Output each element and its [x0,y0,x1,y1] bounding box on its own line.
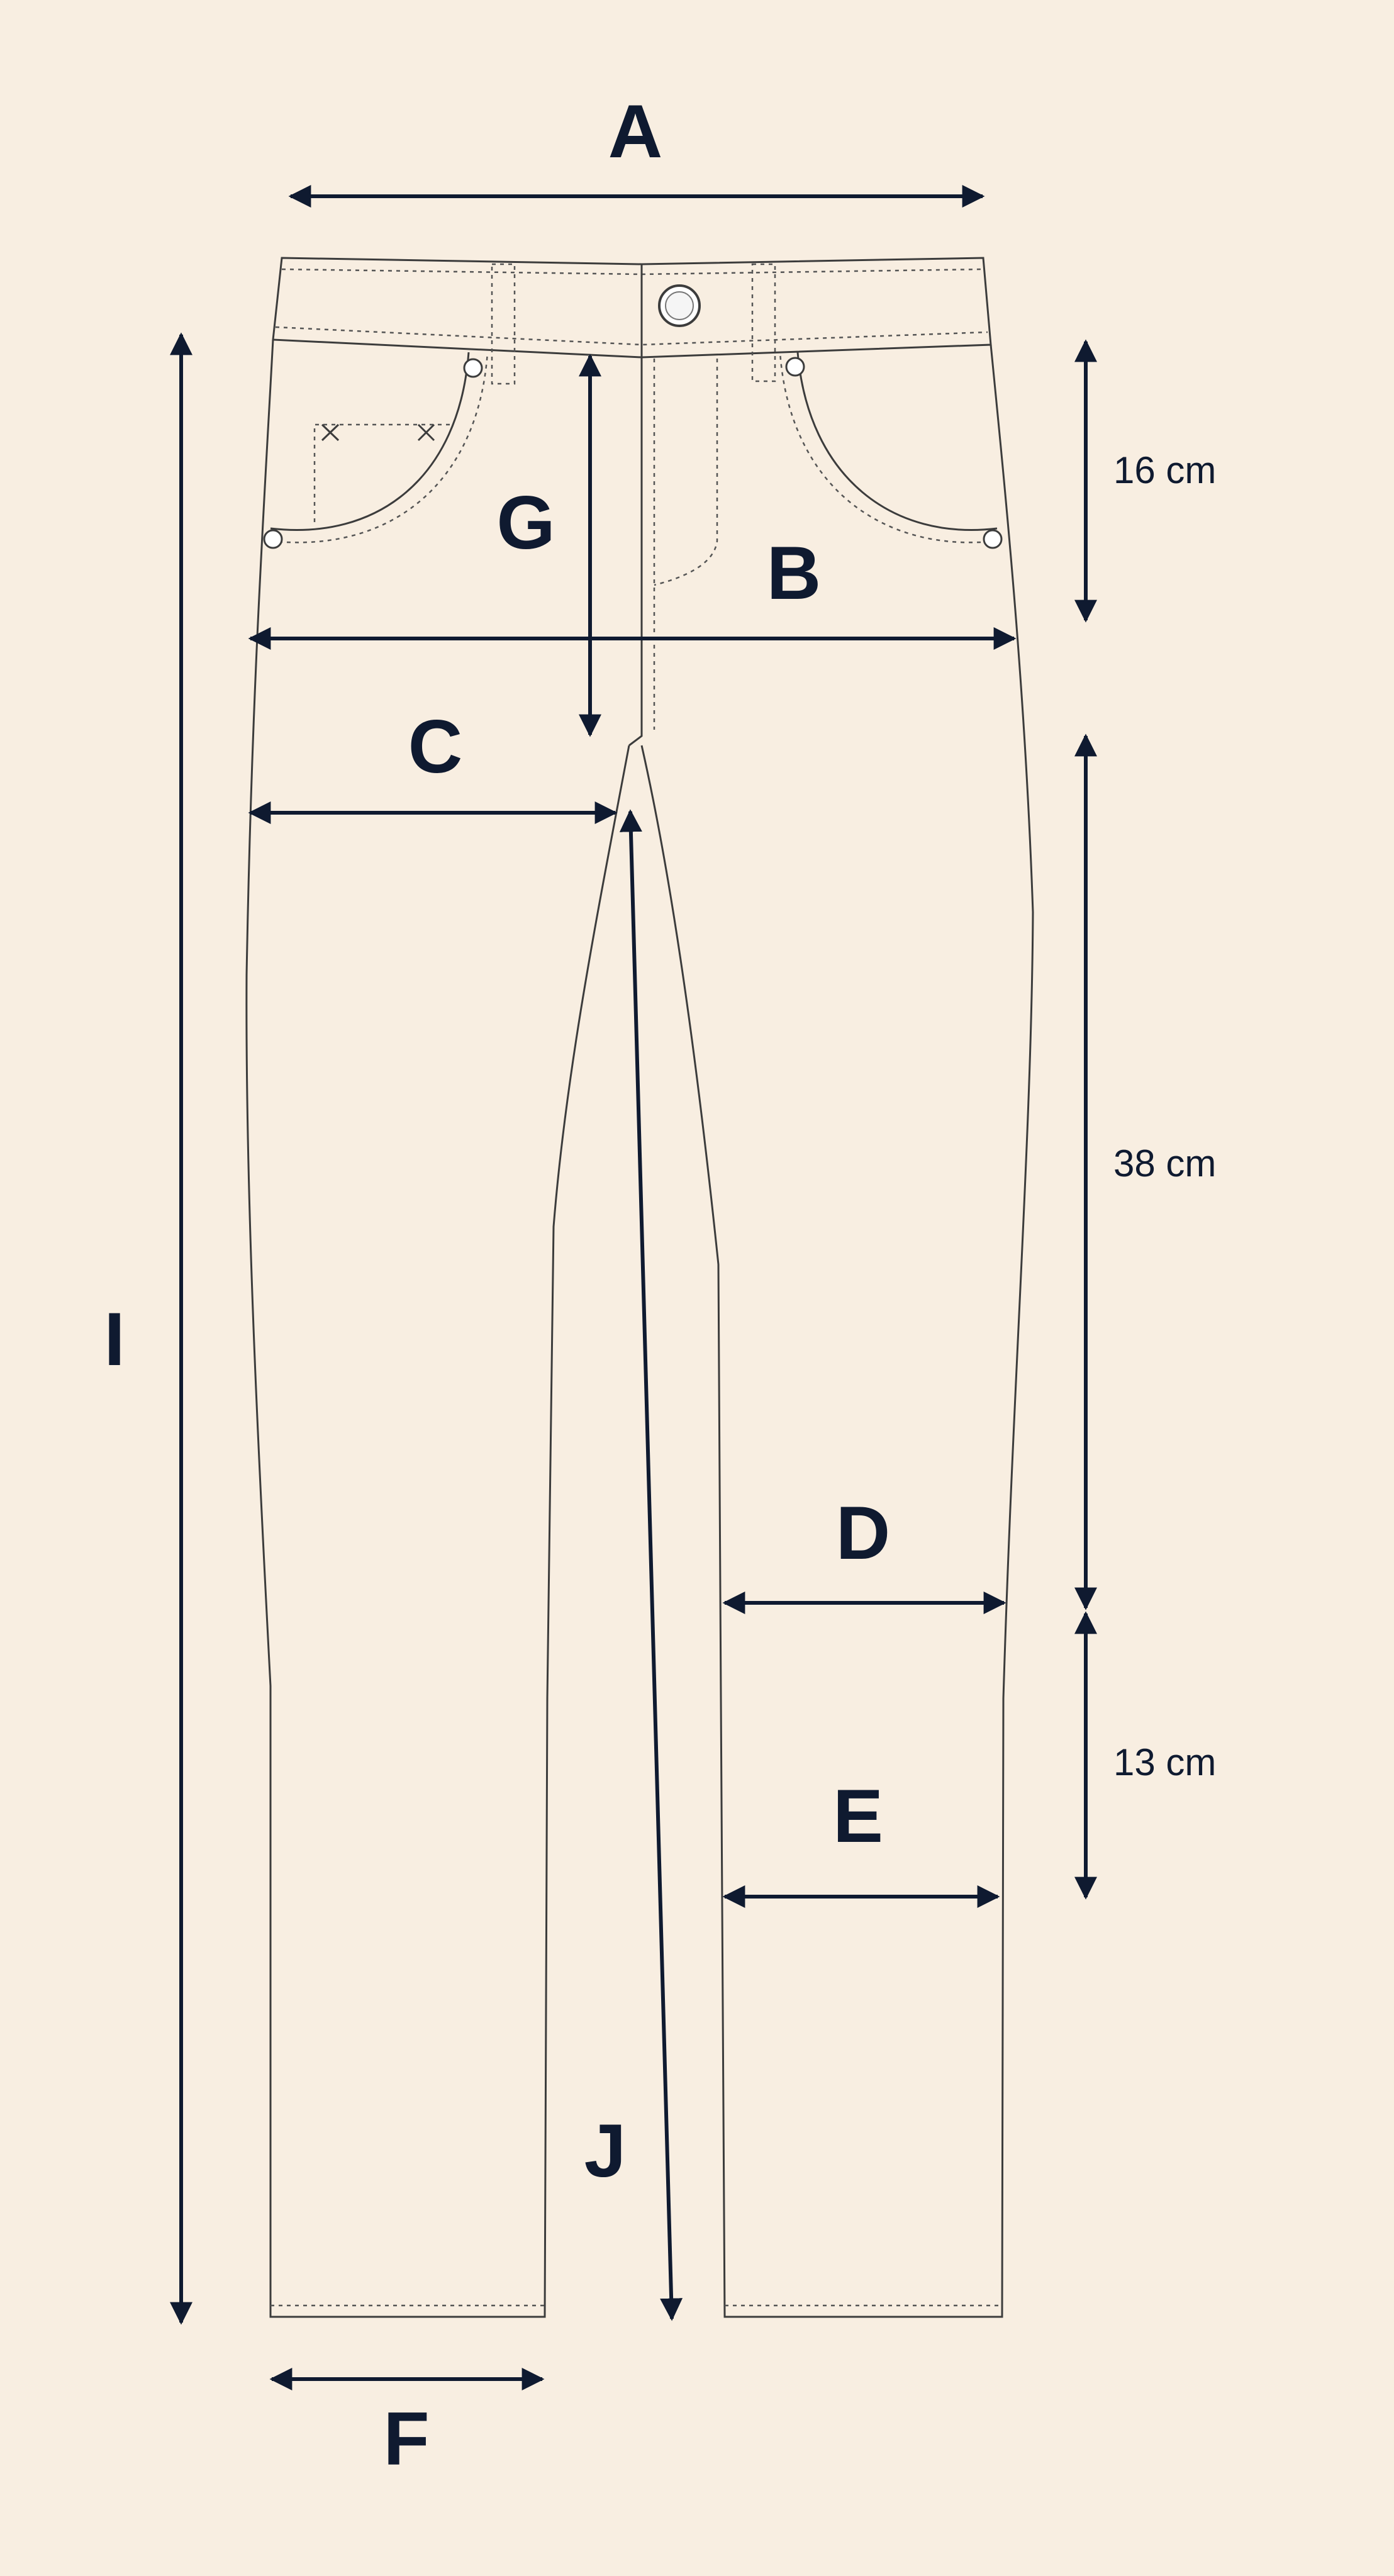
pocket-right [796,352,998,532]
waistband-stitch-bottom [275,326,988,346]
belt-loop-right [751,263,776,382]
pocket-right-stitch [779,352,998,544]
rivet-right-top [785,357,805,377]
crotch-seam [628,357,643,747]
waist-button-inner [665,291,694,320]
waistband [272,257,992,359]
coin-pocket-left [313,423,450,522]
rivet-left-top [463,358,483,378]
measurement-arrows [170,185,1097,2390]
label-A: A [608,89,663,174]
rivet-left-side [263,529,283,549]
label-I: I [104,1297,125,1381]
pocket-left-stitch [270,352,489,544]
measurement-values: 16 cm 38 cm 13 cm [1113,449,1216,1783]
coin-pocket-left-x [321,423,435,442]
belt-loop-left [491,263,516,385]
pocket-left [270,352,470,532]
measure-rise-right: 16 cm [1113,449,1216,491]
label-G: G [496,481,555,565]
fly-curve-stitch [654,359,718,586]
arrow-J [619,809,683,2321]
rivet-right-side [983,529,1003,549]
measure-inseam-upper: 38 cm [1113,1142,1216,1185]
label-E: E [833,1774,883,1858]
waistband-stitch-top [281,268,984,276]
label-F: F [383,2397,429,2481]
measure-knee-to-calf: 13 cm [1113,1741,1216,1783]
letter-labels: A B C D E F G I J [104,89,890,2481]
label-B: B [767,531,822,615]
label-J: J [584,2109,627,2193]
right-leg-outline [640,344,1034,2318]
jeans-drawing [245,257,1034,2318]
label-D: D [836,1491,891,1575]
left-leg-outline [245,339,630,2318]
label-C: C [408,705,463,789]
